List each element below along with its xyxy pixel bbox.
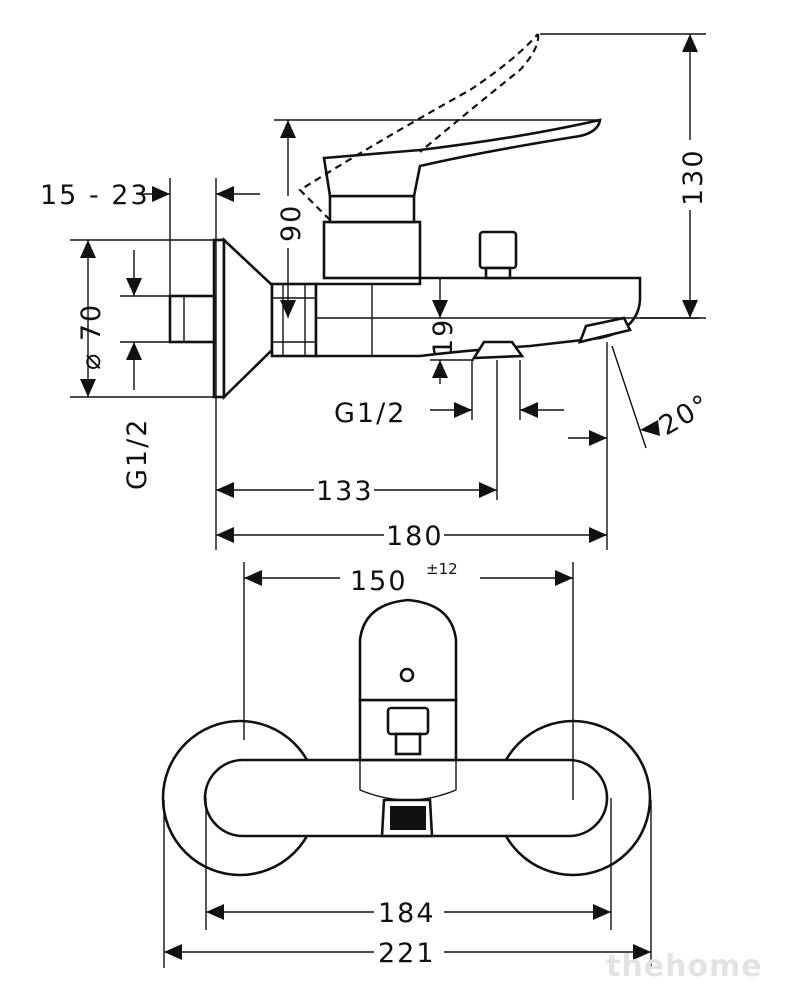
dim-outlet-angle: 20°	[654, 388, 716, 442]
side-view	[70, 33, 706, 550]
lever-base	[322, 220, 422, 280]
diverter-knob	[478, 230, 518, 270]
front-lever	[358, 598, 458, 702]
front-view	[161, 562, 652, 968]
watermark-logo: thehome	[606, 949, 763, 984]
lever-handle	[322, 118, 602, 198]
dim-overall-width: 221	[378, 938, 436, 969]
bath-outlet	[471, 340, 525, 360]
dim-spout-height: 19	[428, 318, 459, 356]
dim-flange-offset: 15 - 23	[40, 180, 150, 211]
wall-flange-cone	[222, 236, 274, 401]
shower-outlet	[577, 316, 632, 344]
dim-outlet-distance: 133	[316, 476, 374, 507]
dim-spout-length: 180	[386, 521, 444, 552]
dim-centers: 150	[350, 566, 408, 597]
union-nut	[270, 282, 318, 358]
inlet-stub	[168, 294, 216, 344]
mixer-body	[314, 276, 642, 358]
dim-overall-height: 130	[678, 148, 709, 206]
dim-inlet-thread: G1/2	[122, 418, 153, 490]
lever-open-outline	[298, 33, 540, 221]
dim-diameter: ⌀ 70	[76, 303, 107, 370]
dim-outlet-thread: G1/2	[334, 398, 406, 429]
dim-body-width: 184	[378, 898, 436, 929]
dim-lever-height: 90	[276, 204, 307, 242]
dim-centers-tolerance: ±12	[426, 560, 458, 578]
